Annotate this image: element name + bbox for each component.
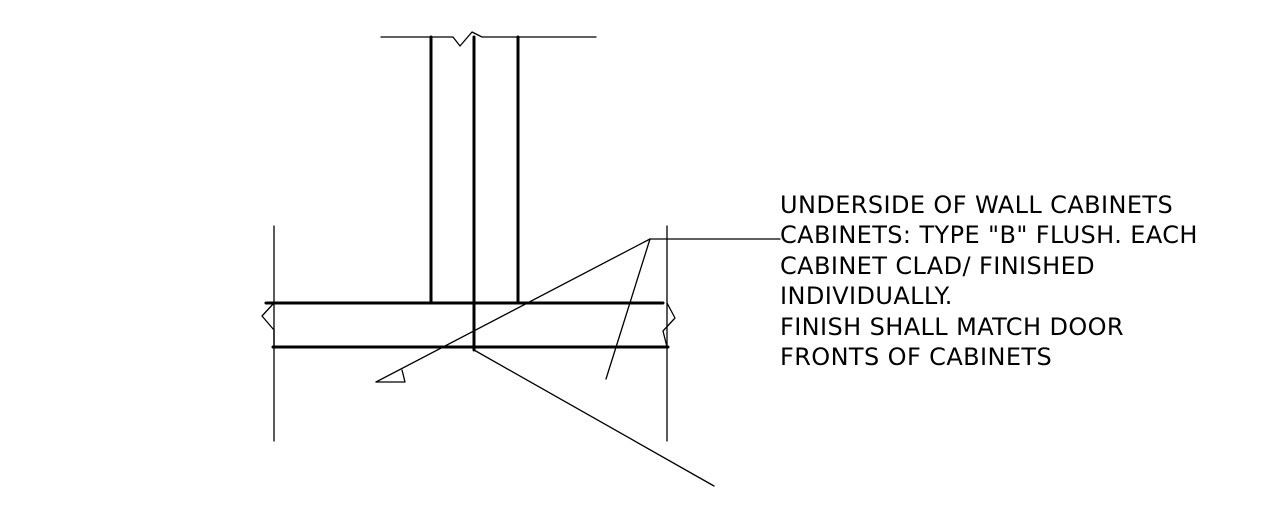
- diagonal-line: [473, 349, 715, 487]
- leader-line-left: [375, 238, 651, 383]
- left-break-symbol: [261, 302, 275, 348]
- note-line-2: CABINETS: TYPE "B" FLUSH. EACH: [780, 221, 1198, 250]
- top-break-line: [380, 31, 597, 47]
- leader-line-right: [605, 238, 651, 380]
- right-break-symbol: [662, 302, 676, 348]
- note-line-4: INDIVIDUALLY.: [780, 282, 953, 311]
- leader-arrow-icon: [375, 369, 406, 383]
- note-line-1: UNDERSIDE OF WALL CABINETS: [780, 191, 1174, 219]
- note-line-5: FINISH SHALL MATCH DOOR: [780, 312, 1124, 341]
- note-line-3: CABINET CLAD/ FINISHED: [780, 251, 1096, 280]
- cabinet-note-text: UNDERSIDE OF WALL CABINETS CABINETS: TYP…: [780, 190, 1198, 372]
- note-line-6: FRONTS OF CABINETS: [780, 343, 1053, 372]
